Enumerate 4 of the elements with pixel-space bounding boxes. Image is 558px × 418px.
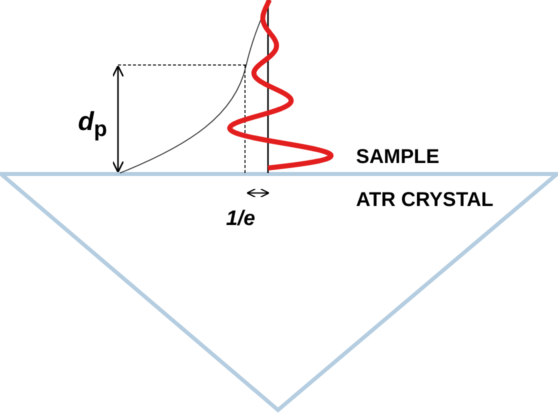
- layer-label: ATR CRYSTAL: [356, 190, 494, 210]
- layer-label: SAMPLE: [356, 147, 440, 167]
- dimension-label: d$_{p}$: [78, 108, 108, 140]
- dimension-label: 1/e: [226, 208, 256, 229]
